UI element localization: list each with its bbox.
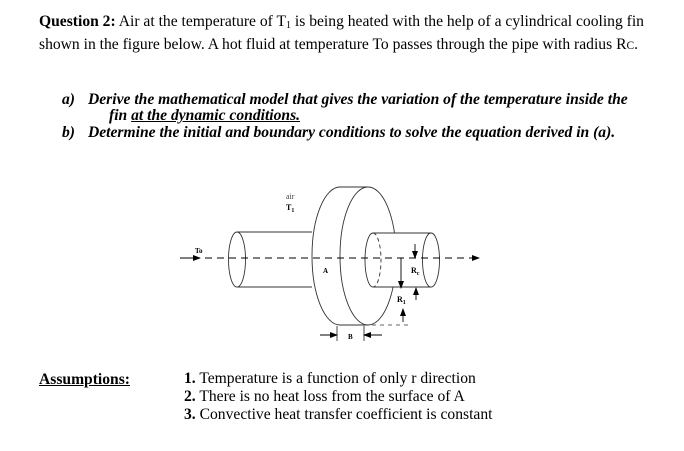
task-a-label: a): [62, 91, 75, 108]
a-label: A: [323, 267, 328, 275]
task-a-continued: fin at the dynamic conditions.: [109, 107, 301, 124]
underlined-phrase: at the dynamic conditions.: [131, 107, 301, 124]
question-label: Question 2:: [39, 13, 116, 30]
r1-label: R1: [397, 295, 406, 306]
to-label: To: [195, 247, 203, 255]
inlet-pipe: [228, 231, 312, 288]
t1-label: T1: [286, 203, 294, 214]
task-b-label: b): [62, 124, 75, 141]
assumptions-list: 1. Temperature is a function of only r d…: [184, 370, 492, 424]
question-text: Question 2: Air at the temperature of T1…: [39, 13, 644, 53]
b-label: B: [348, 333, 353, 341]
assumptions-heading: Assumptions:: [39, 371, 130, 388]
outlet-pipe: [364, 232, 440, 288]
assumption-item: 1. Temperature is a function of only r d…: [184, 370, 476, 387]
air-label: air: [286, 192, 295, 201]
fin-disk: [311, 186, 397, 326]
task-a: a)Derive the mathematical model that giv…: [62, 91, 628, 108]
assumption-item: 3. Convective heat transfer coefficient …: [184, 406, 493, 423]
assumption-item: 2. There is no heat loss from the surfac…: [184, 388, 465, 405]
task-b: b)Determine the initial and boundary con…: [62, 124, 616, 141]
rc-label: Rc: [411, 266, 420, 277]
